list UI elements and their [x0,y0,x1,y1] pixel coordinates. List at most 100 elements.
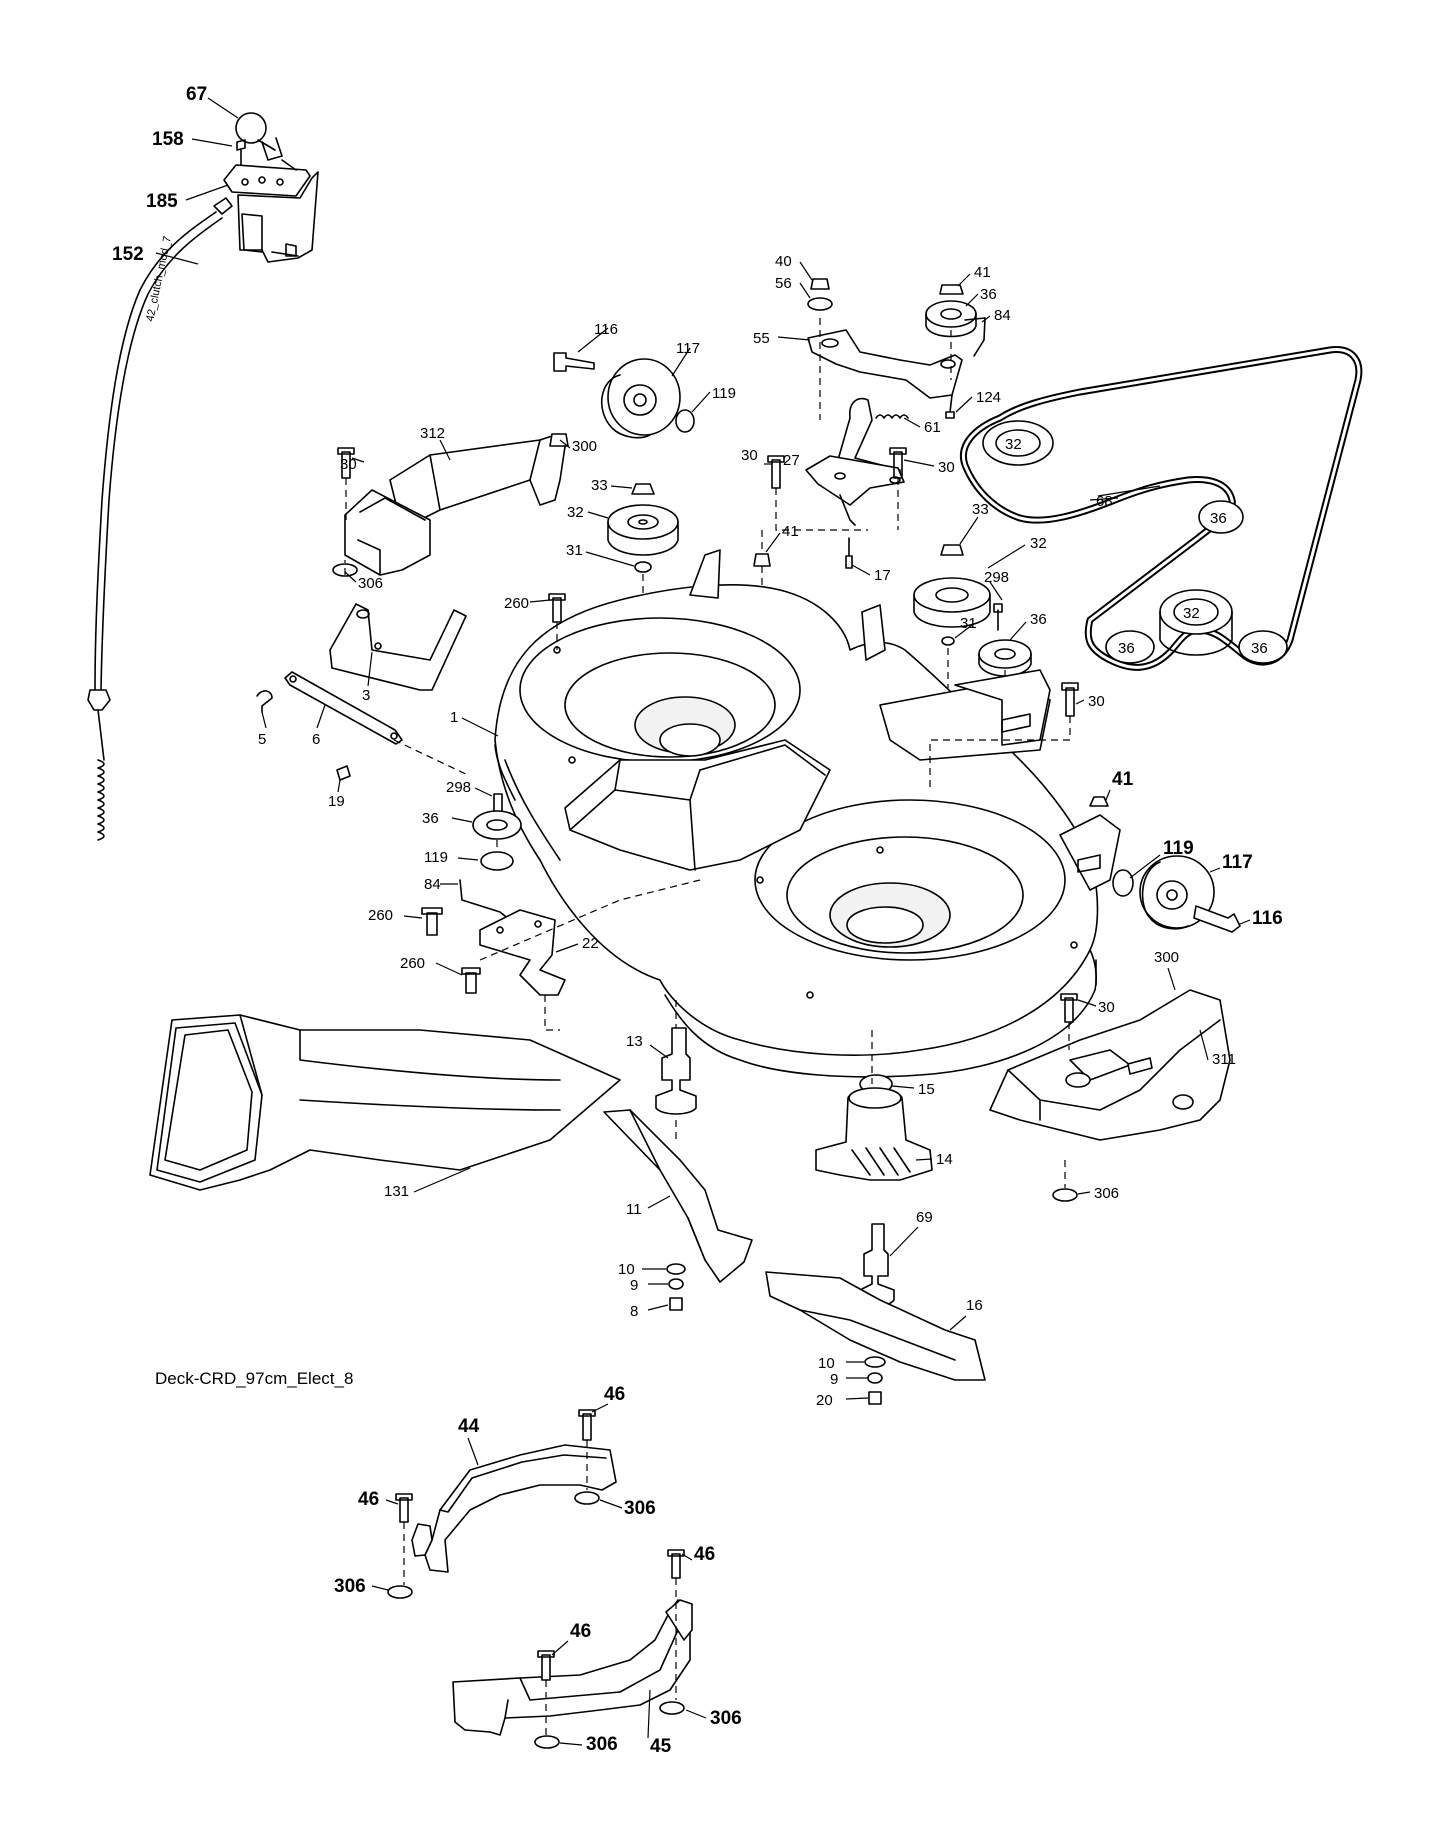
spring-61 [875,414,909,419]
washer-306-rear [1052,1188,1078,1202]
callout-306b: 306 [1094,1185,1119,1202]
callout-185: 185 [146,191,178,212]
callout-27: 27 [783,452,800,469]
spring-hook-84-top [964,317,986,357]
callout-31b: 31 [960,615,977,632]
callout-8: 8 [630,1303,638,1320]
washer-306-top [574,1491,600,1505]
callout-30c: 30 [938,459,955,476]
callout-44: 44 [458,1416,480,1437]
callout-300b: 300 [1154,949,1179,966]
lever-rod [257,137,283,161]
callout-131: 131 [384,1183,409,1200]
callout-158: 158 [152,129,184,150]
rear-hanger-311 [989,989,1231,1202]
bolt-158 [236,139,246,166]
callout-22: 22 [582,935,599,952]
washer-31-left [634,561,652,573]
nut-41-mid [753,553,771,567]
callout-5: 5 [258,731,266,748]
bolt-30-rear [1060,993,1078,1023]
callout-14: 14 [936,1151,953,1168]
front-link-assembly [256,593,566,781]
belt-pulley-36-right [1198,500,1244,534]
callout-20: 20 [816,1392,833,1409]
discharge-chute-131 [149,1014,621,1191]
callout-16: 16 [966,1297,983,1314]
callout-119b: 119 [424,849,448,866]
callout-1: 1 [450,709,458,726]
bumper-44-assembly [387,1409,617,1599]
callout-46b: 46 [358,1489,379,1510]
callout-36b: 36 [1030,611,1047,628]
deck-bracket-right [929,682,1109,807]
bolt-17 [845,537,853,569]
anti-scalp-roller-left [553,352,695,439]
callout-30b: 30 [741,447,758,464]
link-6 [284,671,403,745]
callout-67a: 67 [186,84,207,105]
callout-117b: 117 [1222,852,1253,873]
clutch-cable-152: 42_clutch_mod_7 [87,197,233,841]
pin-5 [256,690,273,713]
bolt-30-deck-right [1061,682,1079,717]
idler-arm-55-assembly [807,278,986,420]
nut-33-right [940,544,964,556]
cable-tag-text: 42_clutch_mod_7 [144,235,174,322]
washer-56 [807,297,833,311]
washer-119-top [675,409,695,433]
callout-40: 40 [775,253,792,270]
callout-260c: 260 [400,955,425,972]
callout-312: 312 [420,425,445,442]
nut-33-left [631,483,655,495]
washer-10-left [666,1263,686,1275]
callout-30a: 30 [340,456,357,473]
lever-bracket-185 [223,164,311,197]
callout-311: 311 [1212,1051,1236,1068]
callout-3: 3 [362,687,370,704]
callout-152: 152 [112,244,144,265]
callout-41c: 41 [1112,769,1134,790]
deck-front-hanger-312 [332,433,569,577]
callout-41a: 41 [974,264,991,281]
belt-pulley-36-bottom [1238,630,1288,664]
blade-11 [603,1109,753,1283]
callout-19: 19 [328,793,345,810]
callout-84b: 84 [424,876,441,893]
nut-41-right [1089,796,1109,807]
spring-hook-84-left [459,879,511,925]
callout-260b: 260 [368,907,393,924]
callout-13: 13 [626,1033,643,1050]
belt-pulleys: 32 36 32 36 36 [982,420,1288,664]
deck-rear-bracket [689,549,721,599]
callout-36c: 36 [422,810,439,827]
callout-116b: 116 [1252,908,1283,929]
callout-6: 6 [312,731,320,748]
callout-32b: 32 [1030,535,1047,552]
callout-11: 11 [626,1201,642,1218]
callout-9a: 9 [630,1277,638,1294]
belt-pulley-36-left [1105,630,1155,664]
bolt-116-right [1193,905,1241,933]
bolt-8 [669,1297,683,1311]
callout-56: 56 [775,275,792,292]
callout-306a: 306 [358,575,383,592]
washer-306-bottom [534,1735,560,1749]
callout-260a: 260 [504,595,529,612]
knob-67 [235,112,267,144]
bracket-22 [479,909,566,996]
callout-17: 17 [874,567,891,584]
nut-41-top [939,284,964,295]
callout-15: 15 [918,1081,935,1098]
callout-41b: 41 [782,523,799,540]
idler-bracket-27 [767,397,909,569]
bolt-124 [949,394,953,413]
callout-306c: 306 [624,1498,656,1519]
washer-9-left [668,1278,684,1290]
spindle-shaft-13 [655,1027,697,1115]
diagram-caption: Deck-CRD_97cm_Elect_8 [155,1369,353,1388]
callout-31a: 31 [566,542,583,559]
washer-31-right [941,636,955,646]
bolt-298-top [993,603,1003,631]
bolt-46-top [578,1409,596,1441]
